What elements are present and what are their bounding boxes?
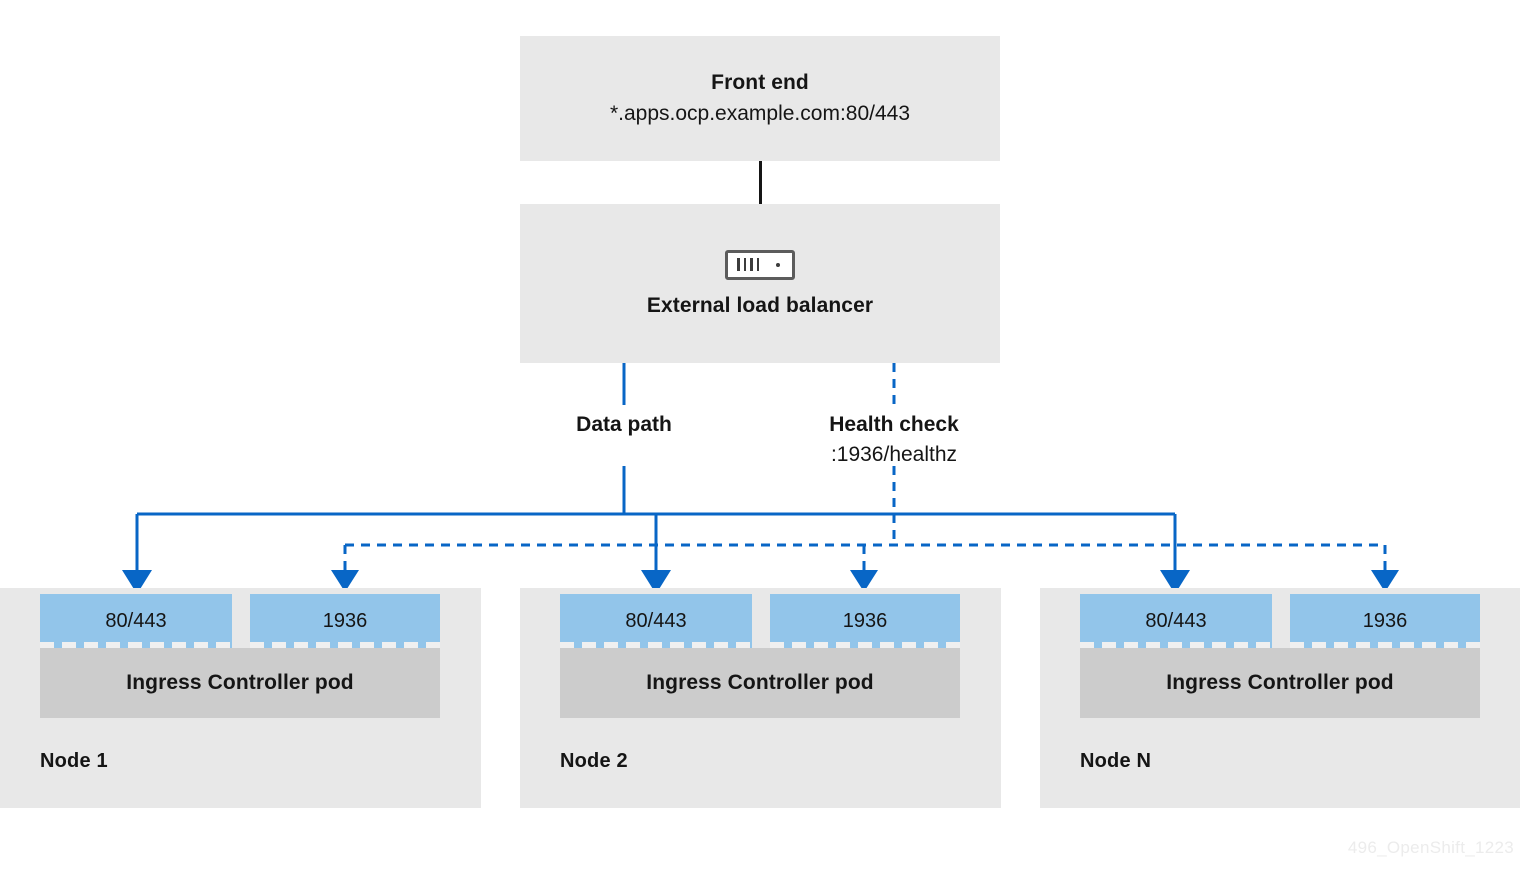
watermark: 496_OpenShift_1223 <box>1347 838 1514 857</box>
node-1-port-data-label: 80/443 <box>105 609 167 632</box>
node-2-port-health-label: 1936 <box>842 609 888 632</box>
frontend-title: Front end <box>711 71 809 95</box>
node-1-pod-label: Ingress Controller pod <box>126 671 354 694</box>
node-1-name: Node 1 <box>40 750 108 772</box>
frontend-box: Front end *.apps.ocp.example.com:80/443 <box>520 36 1000 161</box>
health-check-detail: :1936/healthz <box>830 443 958 467</box>
node-2-port-health: 1936 <box>770 594 960 648</box>
node-n-ingress-controller-pod: Ingress Controller pod <box>1080 648 1480 718</box>
node-n-port-data-label: 80/443 <box>1145 609 1207 632</box>
node-n-port-data: 80/443 <box>1080 594 1272 648</box>
load-balancer-icon <box>725 249 795 280</box>
node-1-ingress-controller-pod: Ingress Controller pod <box>40 648 440 718</box>
node-n-pod-label: Ingress Controller pod <box>1166 671 1394 694</box>
load-balancer-icon-dot <box>776 262 780 267</box>
node-n-port-health: 1936 <box>1290 594 1480 648</box>
node-1-port-health-label: 1936 <box>322 609 368 632</box>
external-load-balancer-label: External load balancer <box>646 293 874 317</box>
health-check-label: Health check :1936/healthz <box>774 410 1014 471</box>
node-n-port-health-label: 1936 <box>1362 609 1408 632</box>
node-2-port-data: 80/443 <box>560 594 752 648</box>
node-n-name: Node N <box>1080 750 1152 772</box>
node-2-ingress-controller-pod: Ingress Controller pod <box>560 648 960 718</box>
load-balancer-icon-bars <box>737 258 759 271</box>
node-2-pod-label: Ingress Controller pod <box>646 671 874 694</box>
health-check-title: Health check <box>829 413 959 436</box>
frontend-endpoint: *.apps.ocp.example.com:80/443 <box>609 101 911 125</box>
data-path-label: Data path <box>504 410 744 440</box>
node-2-name: Node 2 <box>560 750 628 772</box>
node-2-port-data-label: 80/443 <box>625 609 687 632</box>
node-1-port-health: 1936 <box>250 594 440 648</box>
frontend-to-loadbalancer-connector <box>759 161 762 204</box>
external-load-balancer-box: External load balancer <box>520 204 1000 363</box>
node-1-port-data: 80/443 <box>40 594 232 648</box>
data-path-title: Data path <box>576 413 672 436</box>
